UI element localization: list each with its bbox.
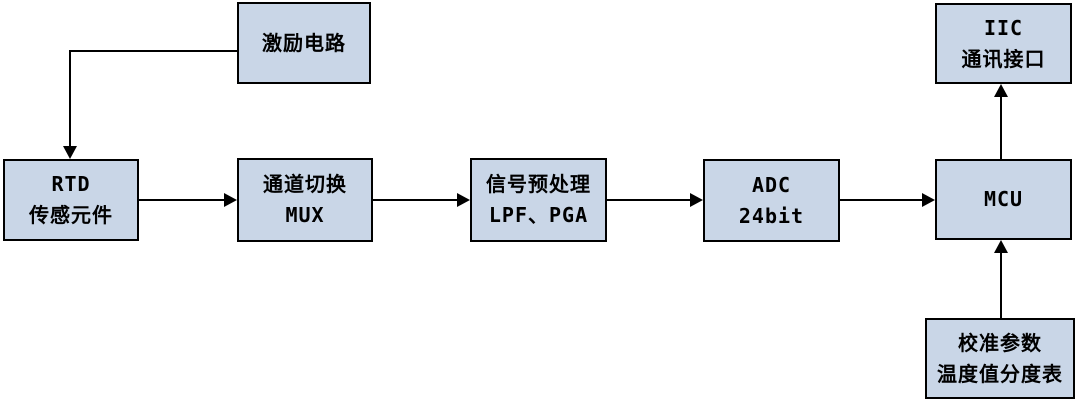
- node-rtd-sensor: RTD 传感元件: [3, 159, 139, 241]
- arrowhead-into-preprocess-icon: [457, 193, 470, 207]
- arrowhead-into-adc-icon: [690, 193, 703, 207]
- edge-mux-to-preprocess-line: [373, 199, 458, 201]
- node-rtd-line2: 传感元件: [29, 203, 113, 227]
- node-calibration-table: 校准参数 温度值分度表: [925, 318, 1075, 399]
- node-preprocess-line2: LPF、PGA: [488, 203, 589, 227]
- node-signal-preprocess: 信号预处理 LPF、PGA: [470, 158, 607, 242]
- node-preprocess-line1: 信号预处理: [486, 172, 591, 196]
- node-mux-line1: 通道切换: [263, 172, 347, 196]
- node-calibration-line1: 校准参数: [958, 330, 1042, 355]
- node-mux-line2: MUX: [285, 203, 325, 227]
- node-mcu: MCU: [935, 159, 1072, 240]
- node-adc-24bit: ADC 24bit: [703, 159, 840, 242]
- edge-calibration-to-mcu-line: [1000, 252, 1002, 318]
- node-adc-line2: 24bit: [738, 203, 805, 228]
- arrowhead-into-mcu-icon: [922, 193, 935, 207]
- edge-excitation-to-rtd-vline: [69, 50, 71, 147]
- node-excitation-line1: 激励电路: [262, 30, 346, 55]
- arrowhead-into-mux-icon: [224, 193, 237, 207]
- edge-adc-to-mcu-line: [840, 199, 923, 201]
- node-iic-interface: IIC 通讯接口: [935, 3, 1072, 84]
- node-adc-line1: ADC: [751, 172, 792, 197]
- node-iic-line2: 通讯接口: [961, 46, 1046, 71]
- edge-excitation-to-rtd-hline: [70, 50, 237, 52]
- node-channel-mux: 通道切换 MUX: [237, 158, 373, 242]
- edge-preprocess-to-adc-line: [607, 199, 691, 201]
- node-iic-line1: IIC: [983, 15, 1024, 40]
- edge-mcu-to-iic-line: [1000, 96, 1002, 159]
- arrowhead-into-mcu-bottom-icon: [994, 240, 1008, 253]
- node-mcu-line1: MCU: [983, 187, 1024, 211]
- arrowhead-into-iic-icon: [994, 84, 1008, 97]
- node-rtd-line1: RTD: [51, 172, 91, 196]
- node-calibration-line2: 温度值分度表: [937, 361, 1063, 386]
- edge-rtd-to-mux-line: [139, 199, 225, 201]
- arrowhead-into-rtd-icon: [63, 146, 77, 159]
- node-excitation-circuit: 激励电路: [237, 2, 371, 84]
